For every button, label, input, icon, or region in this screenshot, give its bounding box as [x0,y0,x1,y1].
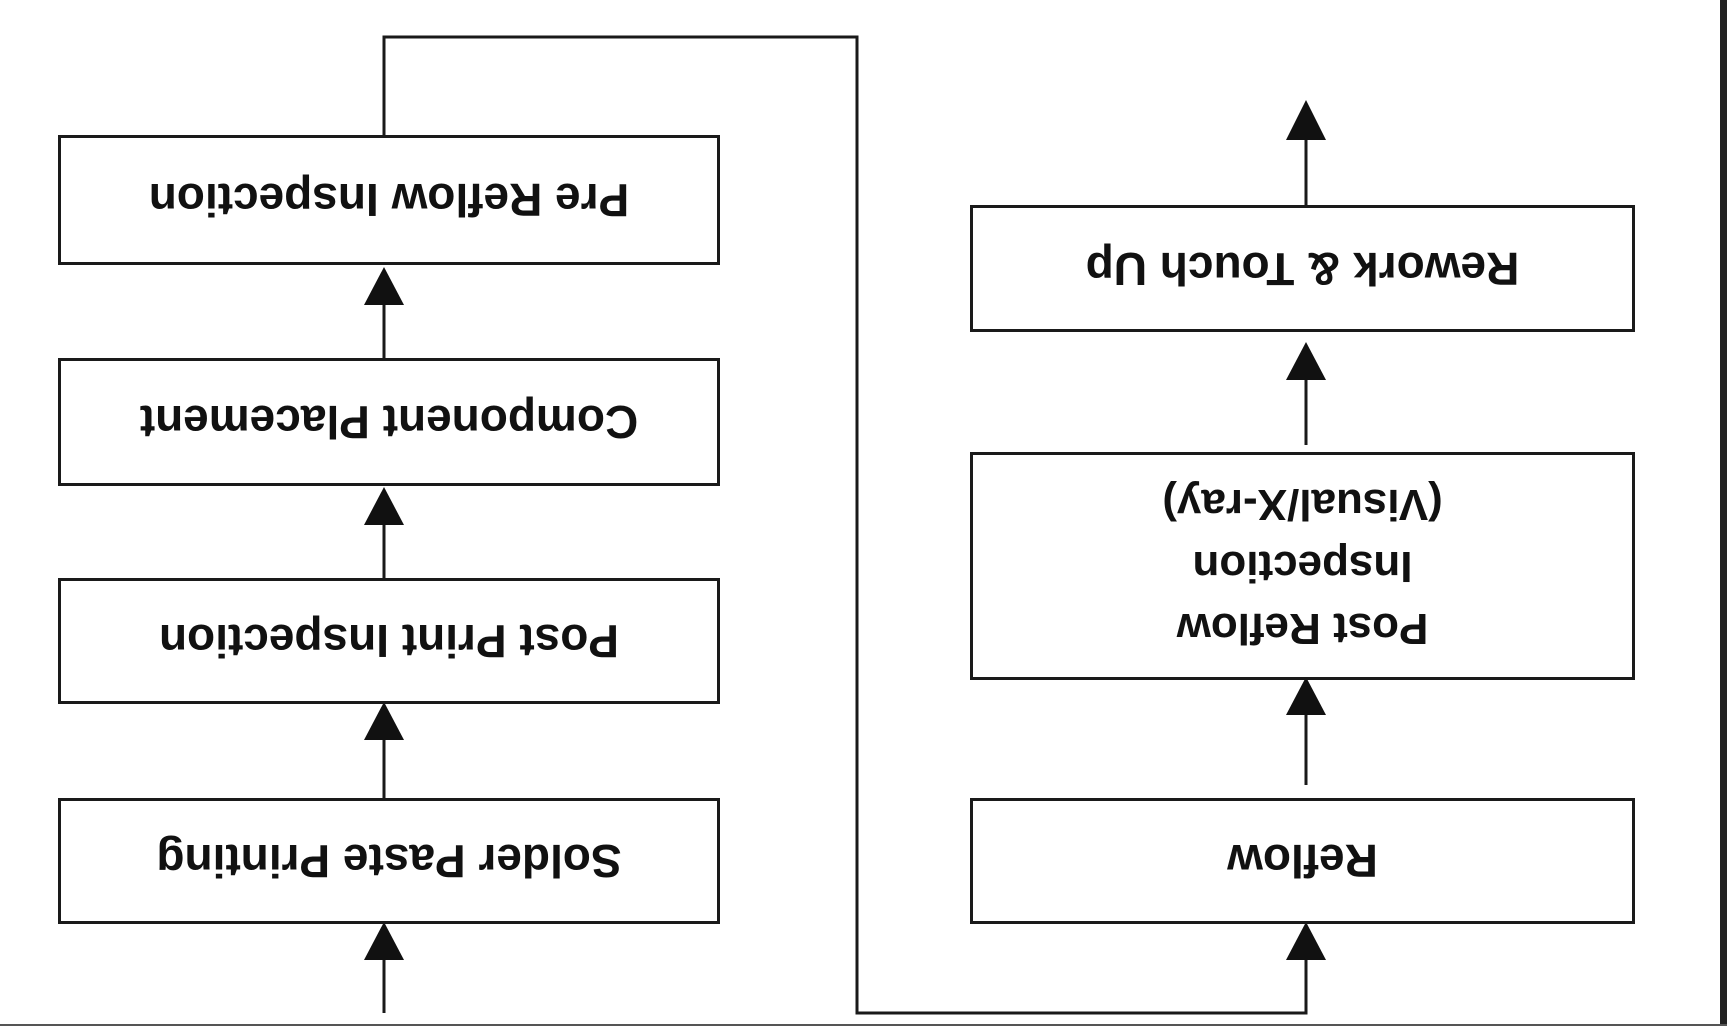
frame-edge [1720,0,1727,1026]
box-label: Solder Paste Printing [156,835,622,888]
box-label: Reflow [1227,835,1378,888]
box-pre-reflow-inspection: Pre Reflow Inspection [58,135,720,265]
arrowhead-icon [364,267,404,305]
box-solder-paste-printing: Solder Paste Printing [58,798,720,924]
box-label-line: Inspection [1192,542,1413,591]
loop-connector [382,35,1308,1015]
arrowhead-icon [364,922,404,960]
box-post-reflow-inspection: (Visual/X-ray) Inspection Post Reflow [970,452,1635,680]
box-label: Pre Reflow Inspection [148,174,630,227]
arrowhead-icon [364,702,404,740]
arrowhead-icon [1286,100,1326,140]
box-label-line: (Visual/X-ray) [1162,480,1443,529]
box-label: Post Print Inspection [158,615,620,668]
box-post-print-inspection: Post Print Inspection [58,578,720,704]
box-component-placement: Component Placement [58,358,720,486]
box-label: Component Placement [139,396,639,449]
frame-edge [0,1024,1727,1026]
box-label-line: Post Reflow [1176,604,1429,653]
box-reflow: Reflow [970,798,1635,924]
box-rework-touch-up: Rework & Touch Up [970,205,1635,332]
arrowhead-icon [364,487,404,525]
box-label: Rework & Touch Up [1085,243,1520,296]
box-label-group: (Visual/X-ray) Inspection Post Reflow [1162,473,1442,659]
arrowhead-icon [1286,677,1326,715]
arrowhead-icon [1286,342,1326,380]
arrowhead-icon [1286,922,1326,960]
